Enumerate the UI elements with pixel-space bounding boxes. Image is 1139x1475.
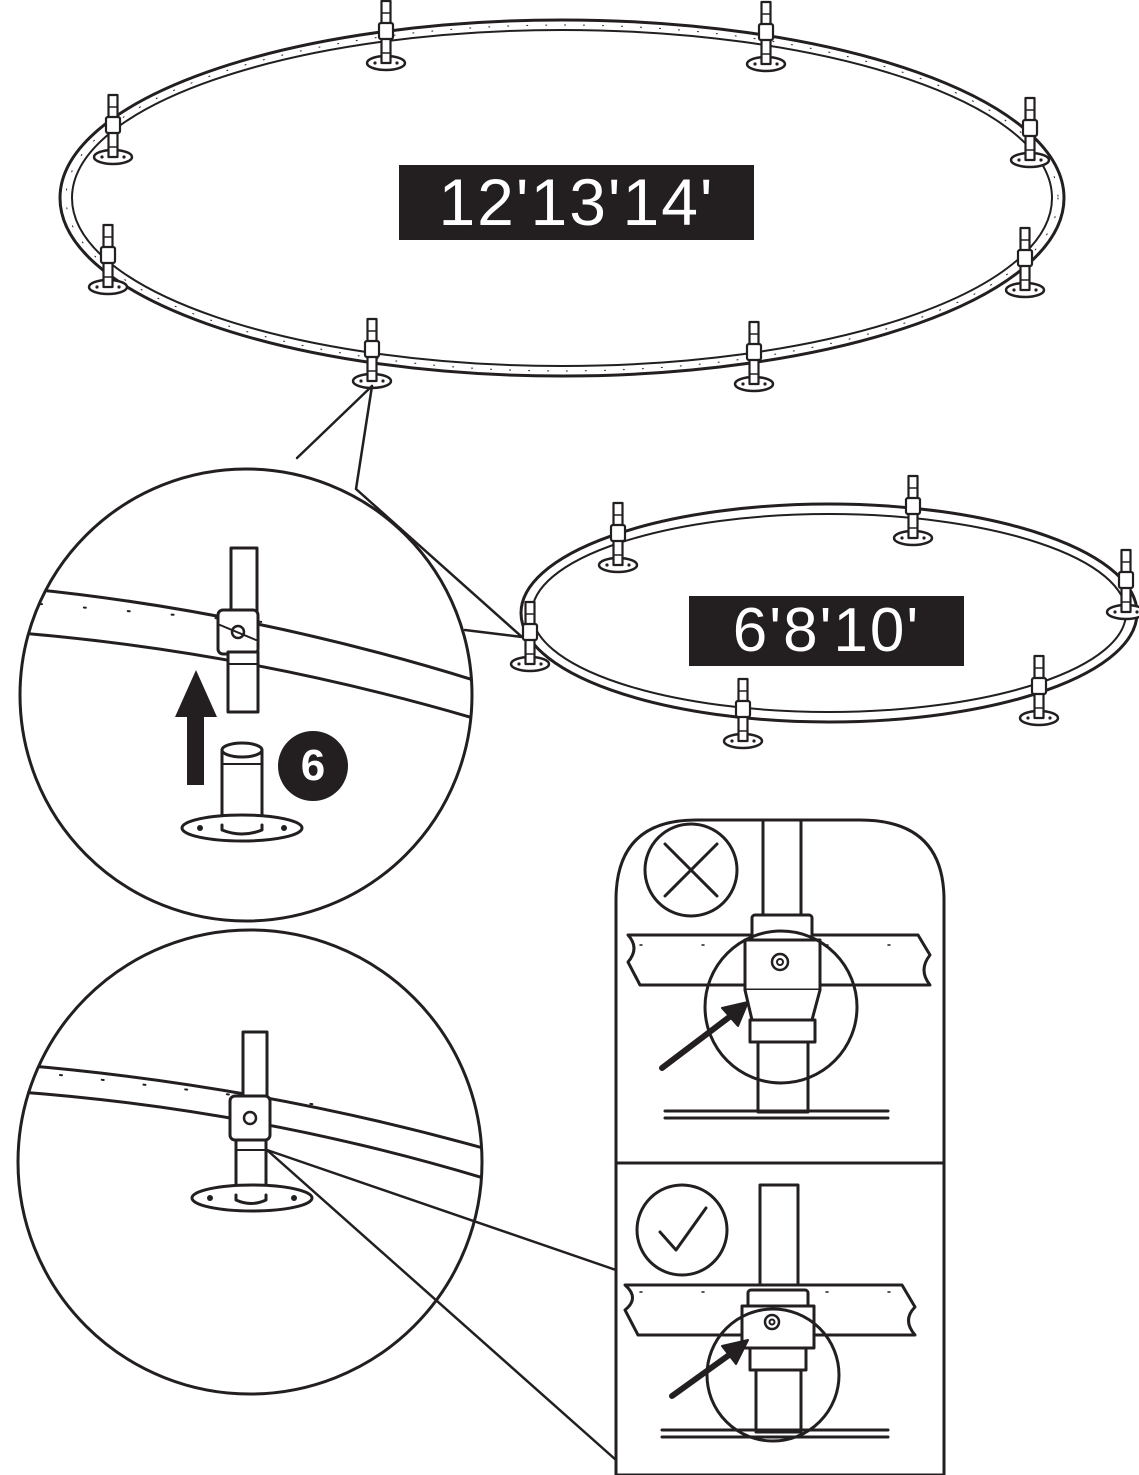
large-size-label: 12'13'14' — [399, 165, 754, 240]
check-circle-icon — [635, 1183, 729, 1277]
step-number-badge: 6 — [278, 731, 348, 801]
right-example — [623, 1183, 917, 1443]
bottom-detail-circle — [16, 928, 484, 1396]
large-frame-ring — [58, 18, 1066, 378]
top-detail-callout — [18, 384, 524, 923]
panel-callout-lines — [265, 1148, 618, 1462]
up-arrow-icon — [175, 670, 217, 785]
wrong-example — [626, 818, 932, 1120]
small-size-label: 6'8'10' — [689, 596, 964, 666]
cross-circle-icon — [643, 822, 739, 918]
